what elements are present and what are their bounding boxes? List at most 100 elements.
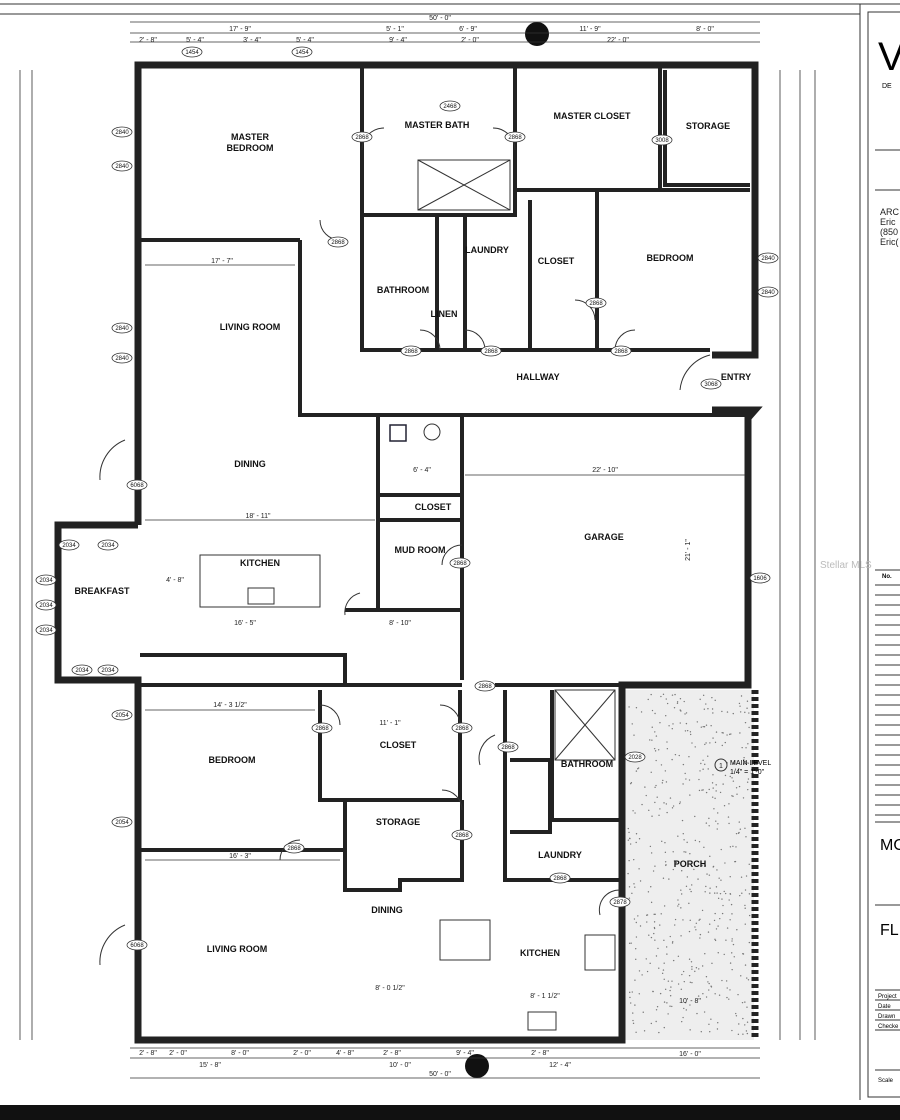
tag-label: 2034 bbox=[39, 603, 53, 609]
checked-label: Checke bbox=[878, 1024, 899, 1030]
dim-label: 16' - 0" bbox=[679, 1051, 701, 1058]
water-heater-icon bbox=[390, 425, 406, 441]
dim-label: 5' - 4" bbox=[186, 37, 204, 44]
sheet-title-1: MO bbox=[880, 837, 900, 854]
tag-label: 2468 bbox=[443, 104, 457, 110]
dim-overall-bottom: 50' - 0" bbox=[429, 1071, 451, 1078]
dim-label: 10' - 8" bbox=[679, 998, 701, 1005]
dim-label: 8' - 0 1/2" bbox=[375, 985, 405, 992]
dim-label: 9' - 4" bbox=[456, 1050, 474, 1057]
room-bedroom: BEDROOM bbox=[647, 253, 694, 263]
architect-email: Eric( bbox=[880, 237, 899, 247]
dim-label: 14' - 3 1/2" bbox=[213, 702, 247, 709]
logo: V bbox=[878, 35, 900, 79]
dim-label: 15' - 8" bbox=[199, 1062, 221, 1069]
callout-number: 1 bbox=[719, 763, 723, 770]
room-master-bedroom: MASTER bbox=[231, 132, 270, 142]
dim-label: 2' - 0" bbox=[293, 1050, 311, 1057]
dim-label: 2' - 0" bbox=[169, 1050, 187, 1057]
dim-label: 9' - 4" bbox=[389, 37, 407, 44]
tag-label: 2868 bbox=[501, 745, 515, 751]
dim-label: 2' - 8" bbox=[139, 37, 157, 44]
tag-label: 2868 bbox=[614, 349, 628, 355]
room-laundry: LAUNDRY bbox=[465, 245, 509, 255]
tag-label: 6068 bbox=[130, 483, 144, 489]
tag-label: 3068 bbox=[704, 382, 718, 388]
tag-label: 2868 bbox=[455, 833, 469, 839]
tag-label: 2878 bbox=[613, 900, 627, 906]
room-kitchen: KITCHEN bbox=[240, 558, 280, 568]
room-master-bedroom-2: BEDROOM bbox=[227, 143, 274, 153]
tag-label: 2868 bbox=[484, 349, 498, 355]
architect-name: Eric bbox=[880, 217, 896, 227]
tag-label: 2034 bbox=[101, 543, 115, 549]
meter-symbol-top bbox=[525, 22, 549, 46]
room-breakfast: BREAKFAST bbox=[74, 586, 130, 596]
room-master-bath: MASTER BATH bbox=[405, 120, 470, 130]
dim-label: 22' - 10" bbox=[592, 467, 618, 474]
callout-scale: 1/4" = 1'-0" bbox=[730, 769, 765, 776]
scale-label: Scale bbox=[878, 1078, 894, 1084]
room-mud-closet: CLOSET bbox=[415, 502, 452, 512]
tag-label: 2840 bbox=[115, 130, 129, 136]
logo-sub: DE bbox=[882, 83, 892, 90]
dim-label: 8' - 10" bbox=[389, 620, 411, 627]
room-living-room: LIVING ROOM bbox=[220, 322, 281, 332]
tag-label: 1454 bbox=[185, 50, 199, 56]
tag-label: 2840 bbox=[761, 256, 775, 262]
tag-label: 2868 bbox=[478, 684, 492, 690]
dim-label: 22' - 0" bbox=[607, 37, 629, 44]
revision-no-header: No. bbox=[882, 574, 892, 580]
drawn-label: Drawn bbox=[878, 1014, 895, 1020]
dim-label: 17' - 7" bbox=[211, 258, 233, 265]
tag-label: 2840 bbox=[761, 290, 775, 296]
dim-label: 6' - 9" bbox=[459, 26, 477, 33]
tag-label: 2054 bbox=[115, 713, 129, 719]
tag-label: 2868 bbox=[404, 349, 418, 355]
dim-label: 3' - 4" bbox=[243, 37, 261, 44]
room-porch: PORCH bbox=[674, 859, 707, 869]
dim-label: 16' - 5" bbox=[234, 620, 256, 627]
dim-label: 6' - 4" bbox=[413, 467, 431, 474]
tag-label: 2868 bbox=[355, 135, 369, 141]
tag-label: 2028 bbox=[628, 755, 642, 761]
room-storage-lower: STORAGE bbox=[376, 817, 420, 827]
tag-label: 1454 bbox=[295, 50, 309, 56]
tag-label: 2868 bbox=[455, 726, 469, 732]
tag-label: 1606 bbox=[753, 576, 767, 582]
tag-label: 2840 bbox=[115, 164, 129, 170]
dim-label: 5' - 1" bbox=[386, 26, 404, 33]
dim-label: 8' - 1 1/2" bbox=[530, 993, 560, 1000]
tag-label: 2868 bbox=[553, 876, 567, 882]
title-block: V DE ARC Eric (850 Eric( No. MO FL Proje… bbox=[868, 12, 900, 1097]
dim-label: 17' - 9" bbox=[229, 26, 251, 33]
tag-label: 2054 bbox=[115, 820, 129, 826]
tag-label: 2868 bbox=[315, 726, 329, 732]
tag-label: 2868 bbox=[508, 135, 522, 141]
tag-label: 2868 bbox=[331, 240, 345, 246]
project-label: Project bbox=[878, 994, 897, 1000]
dim-label: 2' - 8" bbox=[139, 1050, 157, 1057]
dim-label: 4' - 8" bbox=[166, 577, 184, 584]
dim-label: 18' - 11" bbox=[245, 513, 271, 520]
room-hallway: HALLWAY bbox=[516, 372, 559, 382]
tag-label: 2840 bbox=[115, 326, 129, 332]
room-dining-lower: DINING bbox=[371, 905, 403, 915]
tag-label: 2034 bbox=[75, 668, 89, 674]
architect-label: ARC bbox=[880, 207, 900, 217]
room-master-closet: MASTER CLOSET bbox=[553, 111, 631, 121]
tag-label: 3008 bbox=[655, 138, 669, 144]
tag-label: 2034 bbox=[101, 668, 115, 674]
tag-label: 2868 bbox=[453, 561, 467, 567]
room-bedroom-lower: BEDROOM bbox=[209, 755, 256, 765]
tag-label: 2034 bbox=[39, 628, 53, 634]
room-entry: ENTRY bbox=[721, 372, 751, 382]
tag-label: 2868 bbox=[287, 846, 301, 852]
dim-label: 16' - 3" bbox=[229, 853, 251, 860]
tag-label: 6068 bbox=[130, 943, 144, 949]
dim-label: 8' - 0" bbox=[696, 26, 714, 33]
room-linen: LINEN bbox=[431, 309, 458, 319]
room-laundry-lower: LAUNDRY bbox=[538, 850, 582, 860]
tag-label: 2034 bbox=[62, 543, 76, 549]
